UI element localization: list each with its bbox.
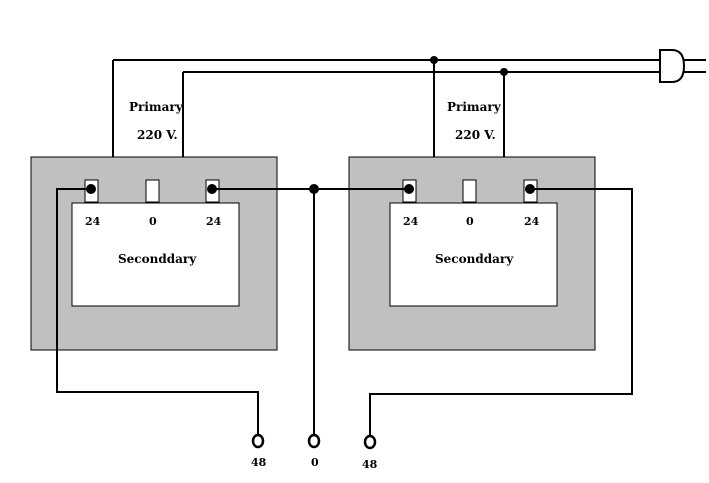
wire-junction-dot: [207, 184, 217, 194]
primary-voltage-label: 220 V.: [455, 128, 496, 142]
tap-label: 0: [149, 215, 157, 228]
terminal: [462, 179, 477, 203]
terminal: [145, 179, 160, 203]
tap-label: 24: [206, 215, 222, 228]
mains-junction-dot: [430, 56, 438, 64]
output-label: 0: [311, 456, 319, 469]
tap-label: 0: [466, 215, 474, 228]
primary-label: Primary: [447, 100, 502, 114]
mains-wires: [112, 59, 662, 157]
output-label: 48: [251, 456, 267, 469]
power-plug-icon: [659, 49, 706, 83]
wire-junction-dot: [404, 184, 414, 194]
primary-voltage-label: 220 V.: [137, 128, 178, 142]
wire-junction-dot: [86, 184, 96, 194]
mains-junction-dot: [500, 68, 508, 76]
wire-junction-dot: [309, 184, 319, 194]
secondary-label: Seconddary: [118, 252, 197, 266]
tap-label: 24: [403, 215, 419, 228]
primary-label: Primary: [129, 100, 184, 114]
output-label: 48: [362, 458, 378, 471]
transformer-right: [348, 156, 596, 351]
secondary-panel: [71, 202, 240, 307]
output-terminal: [363, 434, 377, 450]
tap-label: 24: [85, 215, 101, 228]
secondary-panel: [389, 202, 558, 307]
output-terminal: [251, 433, 265, 449]
wire-junction-dot: [525, 184, 535, 194]
tap-label: 24: [524, 215, 540, 228]
secondary-label: Seconddary: [435, 252, 514, 266]
output-terminal: [307, 433, 321, 449]
